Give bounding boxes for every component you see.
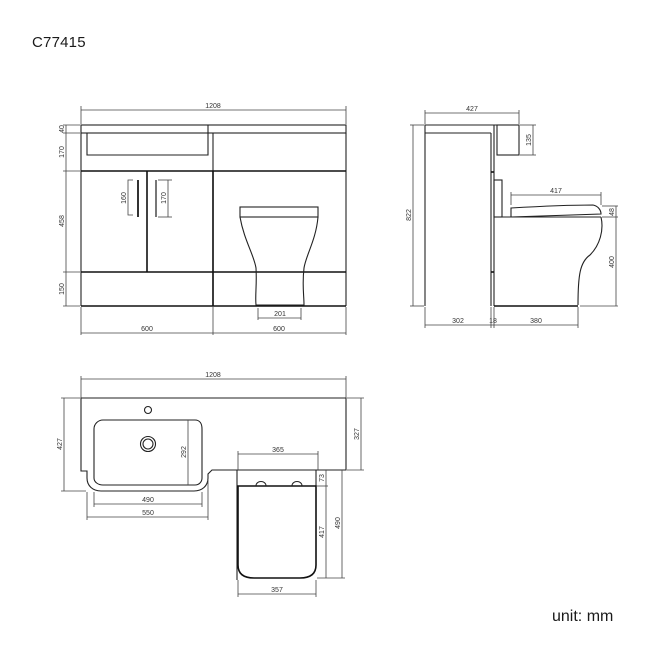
front-view: 1208 160 170 201: [59, 103, 347, 335]
plinth-height-label: 150: [59, 283, 66, 295]
total-height-label: 822: [406, 209, 413, 221]
pan-height-label: 400: [609, 256, 616, 268]
left-unit-width-label: 600: [141, 326, 153, 333]
handle-left-label: 160: [121, 192, 128, 204]
top-view: 1208 292 427 327 490 550: [57, 372, 364, 597]
seat-length-label: 417: [550, 188, 562, 195]
panel-label: 18: [489, 318, 497, 325]
depth-left-label: 427: [57, 438, 64, 450]
seat-length-top-label: 417: [319, 526, 326, 538]
depth-right-label: 327: [354, 428, 361, 440]
middle-height-label: 458: [59, 215, 66, 227]
side-depth-label: 427: [466, 106, 478, 113]
pan-width-top-label: 365: [272, 447, 284, 454]
right-unit-width-label: 600: [273, 326, 285, 333]
cabinet-depth-label: 302: [452, 318, 464, 325]
basin-depth-label: 292: [181, 446, 188, 458]
top-height-label: 40: [59, 125, 66, 133]
top-width-label: 1208: [205, 372, 221, 379]
seat-width-label: 357: [271, 587, 283, 594]
front-width-label: 1208: [205, 103, 221, 110]
unit-label: unit: mm: [552, 608, 614, 625]
toilet-base-label: 201: [274, 311, 286, 318]
side-view: 427 135 822 417 48: [406, 106, 618, 328]
pan-projection-label: 380: [530, 318, 542, 325]
seat-thickness-label: 48: [609, 208, 616, 216]
basin-outer-width-label: 550: [142, 510, 154, 517]
pan-length-label: 490: [335, 517, 342, 529]
upper-height-label: 170: [59, 146, 66, 158]
handle-right-label: 170: [161, 192, 168, 204]
product-code: C77415: [32, 34, 86, 51]
top-block-label: 135: [526, 134, 533, 146]
seat-offset-label: 73: [319, 474, 326, 482]
basin-width-label: 490: [142, 497, 154, 504]
